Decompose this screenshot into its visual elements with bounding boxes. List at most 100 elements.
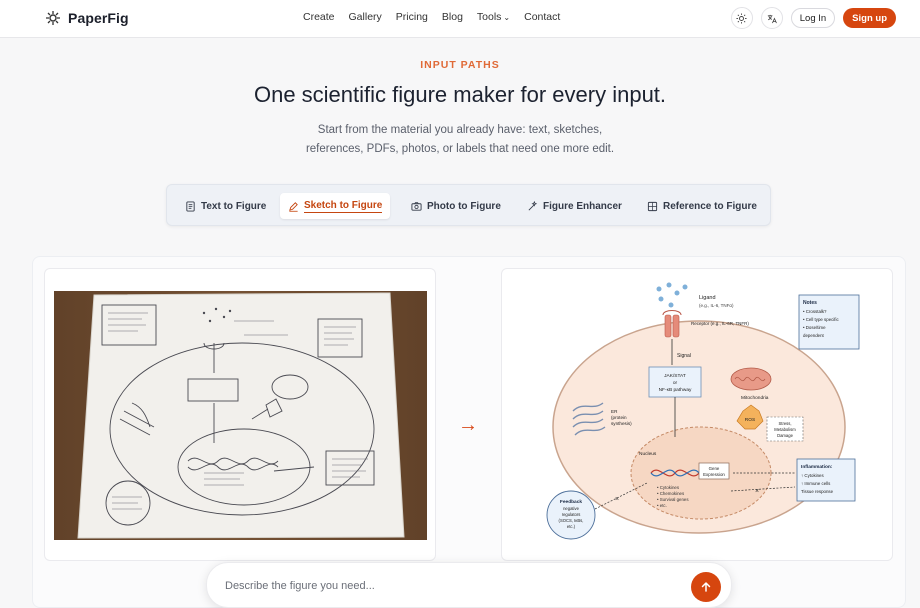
notes-box [798,294,860,350]
output-item-3: • Survival genes [657,497,689,502]
tab-photo-to-figure[interactable]: Photo to Figure [403,193,509,219]
er-label-3: synthesis) [611,421,632,426]
nav-tools-label: Tools [476,11,502,23]
top-navigation-bar: PaperFig Create Gallery Pricing Blog Too… [0,0,920,38]
inflammation-item-2: ↑ Immune cells [801,481,831,486]
ligand-label: Ligand [699,295,716,301]
tab-sketch-to-figure[interactable]: Sketch to Figure [280,193,391,219]
feedback-item-4: etc.) [567,524,576,529]
main-nav: Create Gallery Pricing Blog Tools⌄ Conta… [303,11,560,23]
ligand-sub-label: (e.g., IL-6, TNFα) [699,303,734,308]
ros-burst [736,404,764,430]
tab-label: Reference to Figure [663,200,757,212]
pathway-line-2: or [673,380,678,386]
inflammation-title: Inflammation: [801,464,833,470]
theme-toggle-button[interactable] [730,7,753,29]
output-item-2: • Chemokines [657,491,685,496]
inflammation-box [796,458,856,502]
feedback-item-2: regulators [562,512,581,517]
nav-blog[interactable]: Blog [441,11,463,23]
signup-button[interactable]: Sign up [843,8,896,28]
tab-label: Figure Enhancer [543,200,622,212]
output-item-1: • Cytokines [657,485,680,490]
inflammation-item-1: ↑ Cytokines [801,473,824,478]
stress-label-1: Stress, [778,421,791,426]
pen-icon [289,201,298,212]
tab-label: Sketch to Figure [304,199,383,213]
arrow-up-icon [701,582,711,592]
feedback-title: Feedback [560,499,582,505]
generated-figure: Ligand (e.g., IL-6, TNFα) Receptor (e.g.… [511,277,884,553]
header-actions: Log In Sign up [730,7,896,29]
er-label-1: ER [611,409,618,414]
language-button[interactable] [760,7,783,29]
nav-create[interactable]: Create [303,11,335,23]
hero-subtitle-line-2: references, PDFs, photos, or labels that… [305,143,615,155]
document-icon [186,200,195,212]
dna-helix [650,469,700,477]
receptor-label: Receptor (e.g., IL-6R, TNFR) [691,321,749,326]
arrow-right-icon: → [458,414,478,436]
ligand-dots [656,282,688,308]
notes-item-2: • Cell type specific [803,317,840,322]
hero-subtitle: Start from the material you already have… [0,121,920,159]
feedback-item-3: (SOCS, IκBs, [559,518,584,523]
page-headline: One scientific figure maker for every in… [253,82,667,107]
tab-label: Text to Figure [201,200,267,212]
notes-item-4: dependent [803,333,825,338]
camera-icon [411,201,422,211]
mitochondria-label: Mitochondria [741,395,769,401]
pathway-line-3: NF-κB pathway [659,387,692,393]
gene-expression-box [698,462,730,480]
tab-reference-to-figure[interactable]: Reference to Figure [639,193,765,219]
feedback-circle [546,490,596,540]
figure-prompt-bar [206,562,732,608]
feedback-item-1: negative [563,506,580,511]
tab-text-to-figure[interactable]: Text to Figure [177,193,274,219]
sparkle-icon [528,200,538,210]
er-label-2: (protein [611,415,627,420]
nav-pricing[interactable]: Pricing [395,11,428,23]
brand-logo[interactable]: PaperFig [44,9,129,27]
hero-subtitle-line-1: Start from the material you already have… [317,124,603,136]
er-structure [572,402,606,436]
notes-item-1: • Crosstalk? [803,309,827,314]
hand-drawn-sketch-illustration [54,291,427,540]
translate-icon [768,14,778,23]
image-icon [647,201,658,211]
tab-figure-enhancer[interactable]: Figure Enhancer [519,193,630,219]
input-path-tabs: Text to Figure Sketch to Figure Photo to… [166,184,771,226]
output-item-4: • etc. [657,503,667,508]
brand-name: PaperFig [68,10,129,26]
nav-tools[interactable]: Tools⌄ [477,11,510,23]
sun-icon [736,12,747,24]
nucleus-label: Nucleus [639,451,657,457]
pathway-line-1: JAK/STAT [664,373,686,379]
stress-box [766,416,804,442]
gene-label-2: Expression [703,472,725,477]
notes-item-3: • Dose/time [803,325,826,330]
cell-membrane [552,320,846,534]
figure-prompt-input[interactable] [225,576,665,596]
nav-gallery[interactable]: Gallery [348,11,382,23]
signal-label: Signal [677,353,691,359]
chevron-down-icon: ⌄ [503,13,511,22]
inflammation-item-3: Tissue response [801,489,834,494]
pathway-box [648,366,702,398]
sketch-photo [54,291,427,540]
mitochondria [730,367,772,391]
nav-contact[interactable]: Contact [524,11,561,23]
stress-label-2: Metabolism [774,427,796,432]
stress-label-3: Damage [777,433,793,438]
inhibit-mark: × [755,488,759,495]
login-button[interactable]: Log In [790,8,836,28]
notes-title: Notes [803,300,817,306]
submit-prompt-button[interactable] [691,572,721,602]
logo-icon [46,11,60,25]
gene-label-1: Gene [709,466,720,471]
section-kicker: INPUT PATHS [420,59,500,71]
tab-label: Photo to Figure [427,200,501,212]
svg-text:×: × [615,496,619,503]
ros-label: ROS [745,417,755,423]
receptor [662,310,682,338]
